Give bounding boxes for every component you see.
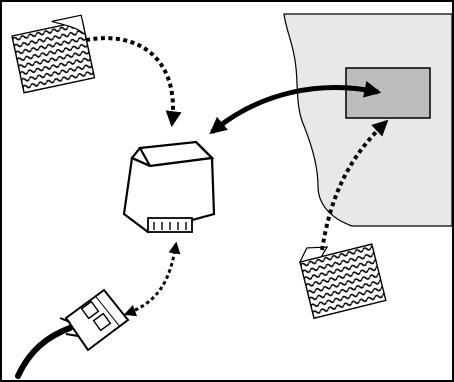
mounting-surface — [283, 13, 453, 227]
target-module — [345, 67, 431, 119]
arrow-pad-to-connector — [85, 36, 182, 128]
adhesive-pad-icon — [298, 243, 387, 320]
arrow-connector-to-plug — [123, 241, 181, 317]
arrow-pad-to-module — [320, 119, 389, 251]
harness-plug-icon — [15, 288, 130, 379]
connector-box-icon — [122, 140, 216, 234]
arrow-connector-to-module — [209, 80, 382, 135]
adhesive-pad-icon — [11, 14, 96, 94]
